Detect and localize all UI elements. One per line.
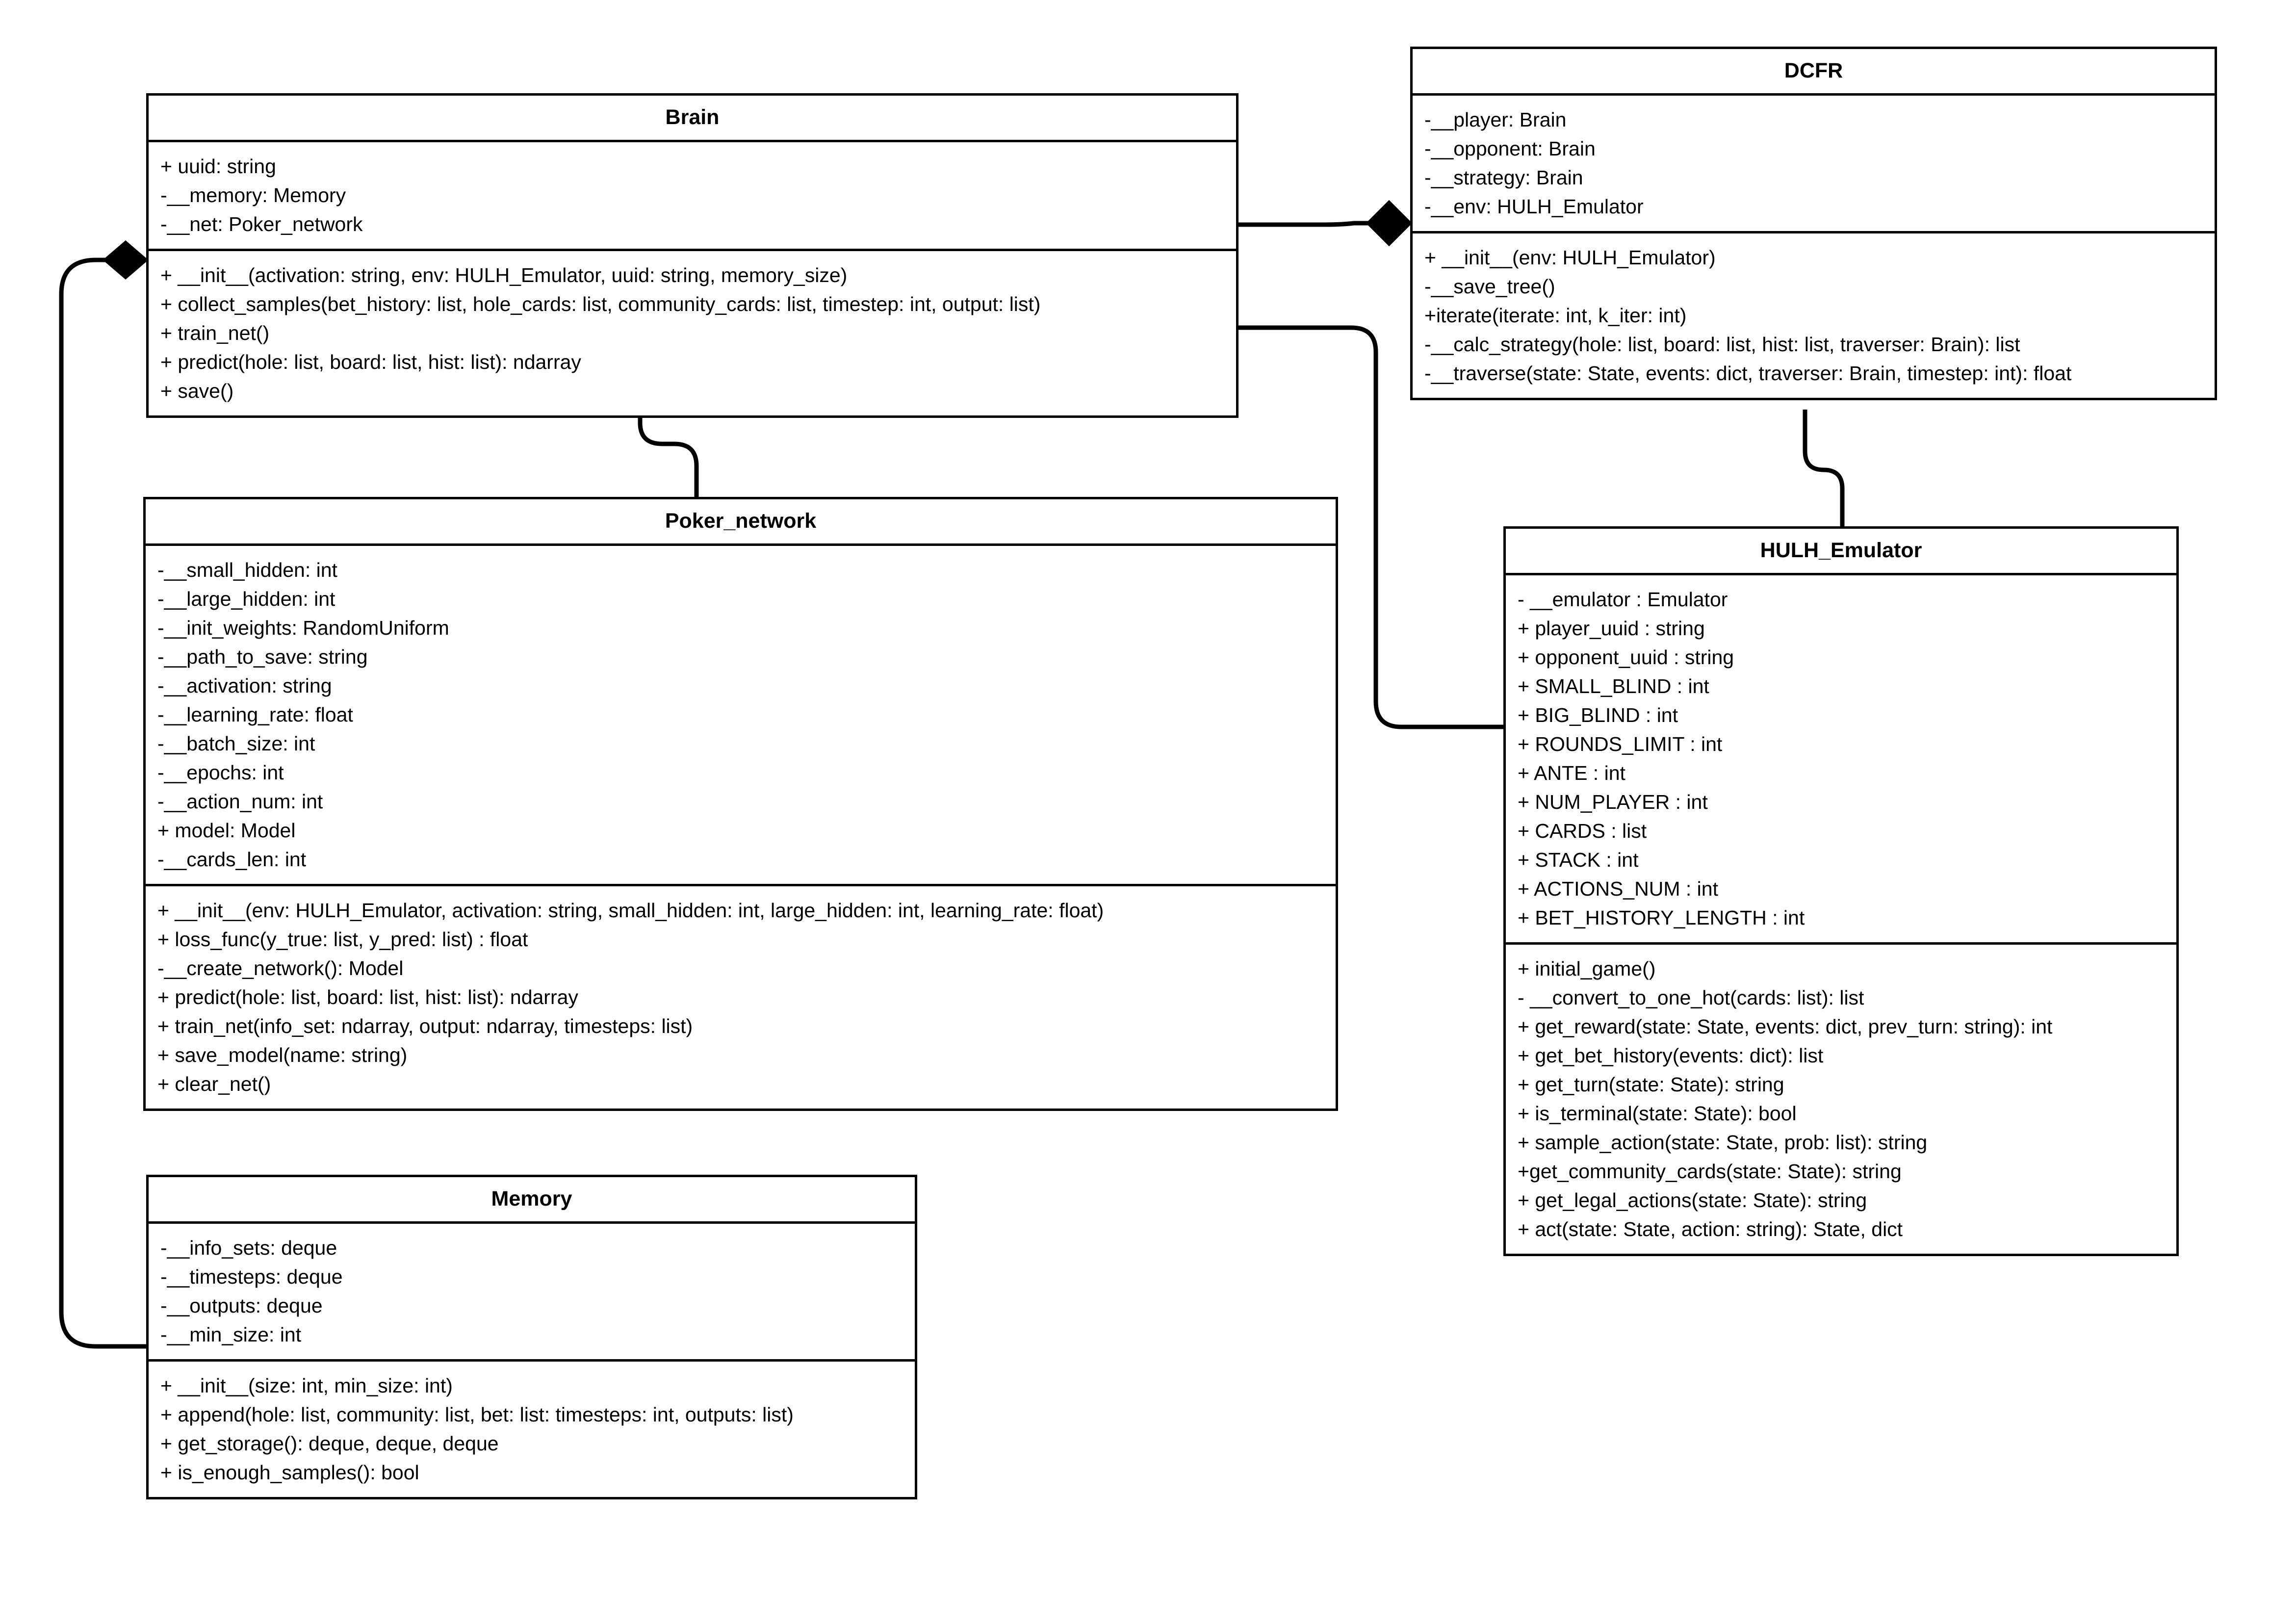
attribute-row: -__memory: Memory xyxy=(160,184,346,206)
class-attributes-dcfr: -__player: Brain -__opponent: Brain -__s… xyxy=(1413,96,2215,231)
attribute-row: -__batch_size: int xyxy=(157,732,315,755)
attribute-row: -__info_sets: deque xyxy=(160,1237,337,1259)
attribute-row: + CARDS : list xyxy=(1518,820,1647,842)
attribute-row: + ACTIONS_NUM : int xyxy=(1518,877,1718,900)
attribute-row: -__cards_len: int xyxy=(157,848,307,871)
attribute-row: -__path_to_save: string xyxy=(157,645,368,668)
method-row: + is_terminal(state: State): bool xyxy=(1518,1102,1797,1125)
class-title-poker-network: Poker_network xyxy=(146,499,1336,546)
method-row: + __init__(activation: string, env: HULH… xyxy=(160,264,848,286)
attribute-row: + model: Model xyxy=(157,819,296,842)
method-row: -__traverse(state: State, events: dict, … xyxy=(1424,362,2072,385)
class-box-hulh-emulator[interactable]: HULH_Emulator - __emulator : Emulator + … xyxy=(1503,526,2179,1256)
method-row: -__calc_strategy(hole: list, board: list… xyxy=(1424,333,2020,356)
connector-brain-to-dcfr xyxy=(1238,221,1372,227)
class-title-memory: Memory xyxy=(149,1177,915,1224)
method-row: + initial_game() xyxy=(1518,957,1656,980)
method-row: + predict(hole: list, board: list, hist:… xyxy=(157,986,578,1008)
attribute-row: -__epochs: int xyxy=(157,761,284,784)
connector-poker-network-to-brain xyxy=(672,432,697,497)
method-row: + __init__(env: HULH_Emulator, activatio… xyxy=(157,899,1104,922)
class-attributes-brain: + uuid: string -__memory: Memory -__net:… xyxy=(149,142,1236,249)
method-row: + get_turn(state: State): string xyxy=(1518,1073,1784,1096)
method-row: +get_community_cards(state: State): stri… xyxy=(1518,1160,1902,1183)
method-row: + is_enough_samples(): bool xyxy=(160,1461,419,1484)
attribute-row: -__timesteps: deque xyxy=(160,1265,343,1288)
attribute-row: + ROUNDS_LIMIT : int xyxy=(1518,733,1723,755)
method-row: + get_storage(): deque, deque, deque xyxy=(160,1432,499,1455)
connector-memory-to-brain xyxy=(59,258,146,1349)
method-row: + __init__(env: HULH_Emulator) xyxy=(1424,246,1716,269)
diamond-brain-memory xyxy=(103,240,149,280)
attribute-row: -__env: HULH_Emulator xyxy=(1424,195,1644,218)
class-box-poker-network[interactable]: Poker_network -__small_hidden: int -__la… xyxy=(143,497,1338,1111)
method-row: -__create_network(): Model xyxy=(157,957,404,980)
method-row: + __init__(size: int, min_size: int) xyxy=(160,1374,453,1397)
method-row: -__save_tree() xyxy=(1424,275,1555,298)
class-methods-memory: + __init__(size: int, min_size: int) + a… xyxy=(149,1359,915,1497)
attribute-row: + STACK : int xyxy=(1518,849,1639,871)
attribute-row: -__outputs: deque xyxy=(160,1294,323,1317)
attribute-row: -__small_hidden: int xyxy=(157,559,337,581)
attribute-row: -__player: Brain xyxy=(1424,108,1567,131)
attribute-row: -__activation: string xyxy=(157,674,332,697)
method-row: + get_reward(state: State, events: dict,… xyxy=(1518,1015,2053,1038)
method-row: + predict(hole: list, board: list, hist:… xyxy=(160,351,581,373)
class-title-dcfr: DCFR xyxy=(1413,49,2215,96)
method-row: + act(state: State, action: string): Sta… xyxy=(1518,1218,1903,1240)
attribute-row: -__net: Poker_network xyxy=(160,213,363,235)
method-row: + get_legal_actions(state: State): strin… xyxy=(1518,1189,1867,1212)
attribute-row: -__large_hidden: int xyxy=(157,588,335,610)
attribute-row: -__init_weights: RandomUniform xyxy=(157,617,449,639)
class-box-dcfr[interactable]: DCFR -__player: Brain -__opponent: Brain… xyxy=(1410,47,2217,400)
method-row: + train_net(info_set: ndarray, output: n… xyxy=(157,1015,693,1037)
attribute-row: -__action_num: int xyxy=(157,790,323,813)
method-row: + train_net() xyxy=(160,322,270,344)
method-row: +iterate(iterate: int, k_iter: int) xyxy=(1424,304,1687,327)
class-methods-brain: + __init__(activation: string, env: HULH… xyxy=(149,249,1236,415)
class-attributes-poker-network: -__small_hidden: int -__large_hidden: in… xyxy=(146,546,1336,884)
class-methods-hulh-emulator: + initial_game() - __convert_to_one_hot(… xyxy=(1506,942,2176,1254)
attribute-row: + ANTE : int xyxy=(1518,762,1625,784)
method-row: - __convert_to_one_hot(cards: list): lis… xyxy=(1518,986,1864,1009)
attribute-row: -__strategy: Brain xyxy=(1424,166,1583,189)
class-methods-poker-network: + __init__(env: HULH_Emulator, activatio… xyxy=(146,884,1336,1108)
class-attributes-memory: -__info_sets: deque -__timesteps: deque … xyxy=(149,1224,915,1359)
attribute-row: + player_uuid : string xyxy=(1518,617,1705,640)
diamond-dcfr-brain xyxy=(1366,200,1413,247)
attribute-row: + uuid: string xyxy=(160,155,276,178)
attribute-row: + opponent_uuid : string xyxy=(1518,646,1734,669)
connector-dcfr-to-hulh-emulator xyxy=(1803,410,1845,526)
method-row: + collect_samples(bet_history: list, hol… xyxy=(160,293,1041,315)
method-row: + loss_func(y_true: list, y_pred: list) … xyxy=(157,928,528,951)
attribute-row: - __emulator : Emulator xyxy=(1518,588,1728,611)
attribute-row: + NUM_PLAYER : int xyxy=(1518,791,1708,813)
method-row: + sample_action(state: State, prob: list… xyxy=(1518,1131,1928,1154)
attribute-row: -__learning_rate: float xyxy=(157,703,353,726)
method-row: + get_bet_history(events: dict): list xyxy=(1518,1044,1824,1067)
connector-poker-network-to-brain-line xyxy=(638,416,699,497)
class-box-brain[interactable]: Brain + uuid: string -__memory: Memory -… xyxy=(146,93,1238,418)
class-box-memory[interactable]: Memory -__info_sets: deque -__timesteps:… xyxy=(146,1175,917,1499)
class-attributes-hulh-emulator: - __emulator : Emulator + player_uuid : … xyxy=(1506,575,2176,942)
class-title-hulh-emulator: HULH_Emulator xyxy=(1506,529,2176,575)
attribute-row: -__min_size: int xyxy=(160,1323,302,1346)
method-row: + clear_net() xyxy=(157,1073,271,1095)
attribute-row: -__opponent: Brain xyxy=(1424,137,1596,160)
attribute-row: + BET_HISTORY_LENGTH : int xyxy=(1518,906,1805,929)
class-title-brain: Brain xyxy=(149,96,1236,142)
class-methods-dcfr: + __init__(env: HULH_Emulator) -__save_t… xyxy=(1413,231,2215,398)
method-row: + save_model(name: string) xyxy=(157,1044,408,1066)
method-row: + save() xyxy=(160,380,234,402)
attribute-row: + BIG_BLIND : int xyxy=(1518,704,1678,726)
method-row: + append(hole: list, community: list, be… xyxy=(160,1403,794,1426)
attribute-row: + SMALL_BLIND : int xyxy=(1518,675,1709,697)
